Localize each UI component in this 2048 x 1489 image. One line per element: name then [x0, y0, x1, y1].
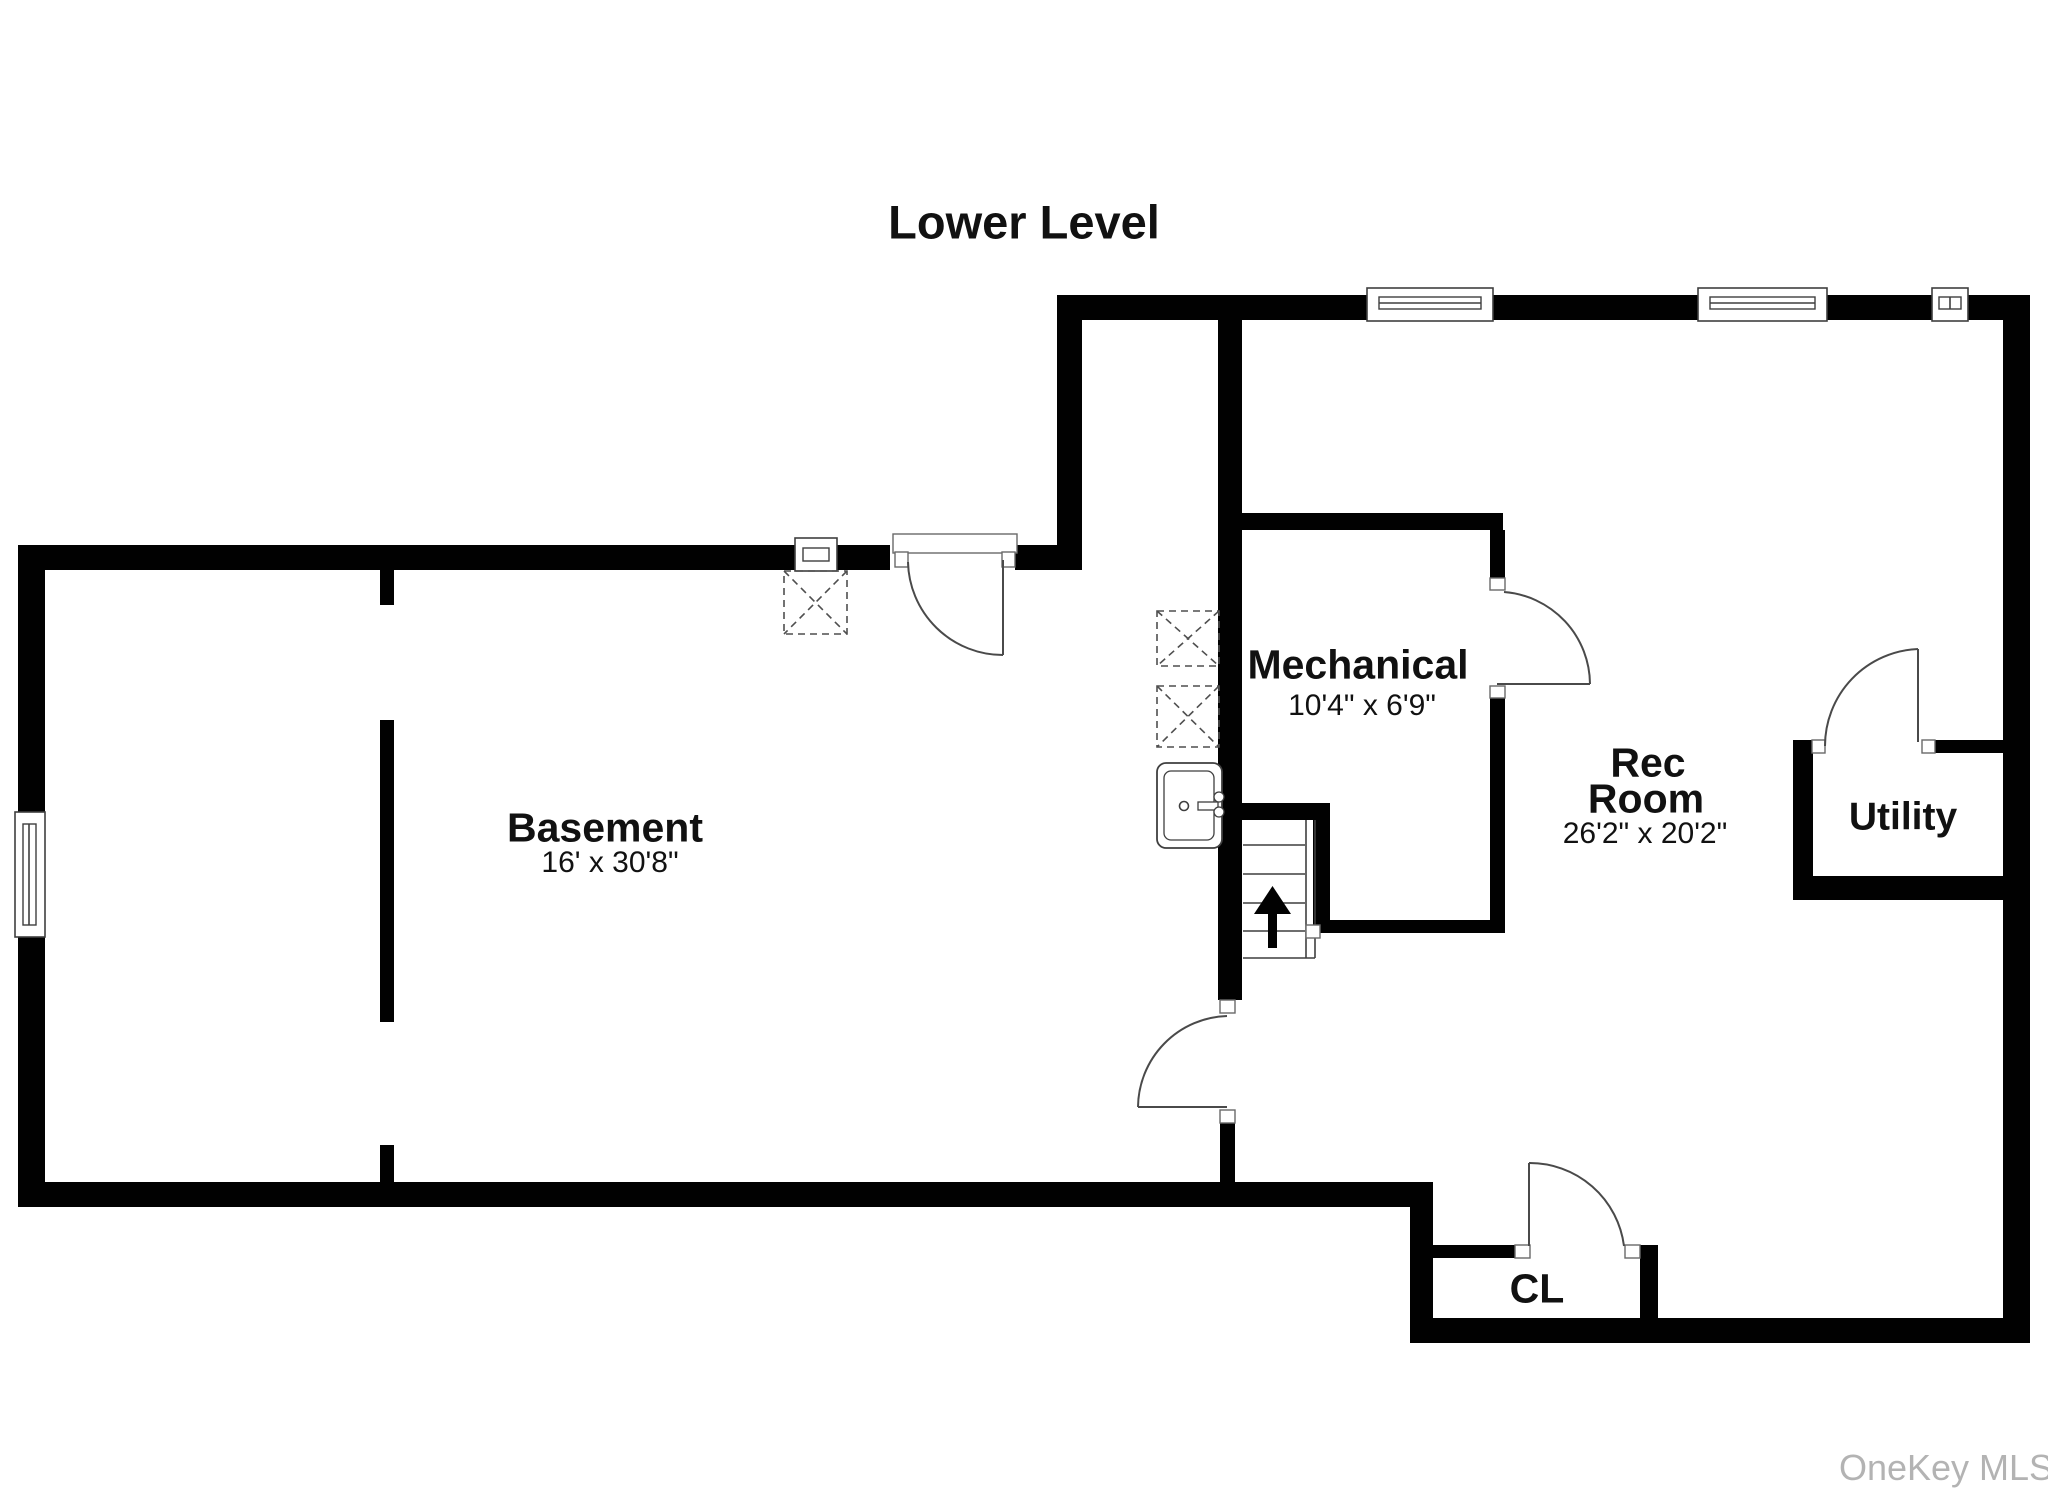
room-label-mechanical: Mechanical — [1247, 641, 1469, 688]
interior-walls — [380, 320, 2003, 1322]
wall-step-down — [1410, 1207, 1433, 1343]
wall-utility-bottom — [1793, 876, 2003, 900]
room-label-utility: Utility — [1848, 795, 1958, 839]
door-swing-arc — [907, 561, 1004, 656]
room-label-rec-line2: Room — [1587, 775, 1705, 822]
door-jamb — [894, 551, 909, 568]
room-dims-basement: 16' x 30'8" — [541, 846, 679, 879]
wall-mechanical-stair-horizontal — [1237, 803, 1330, 820]
door-swing-arc — [1137, 1015, 1228, 1108]
wall-mechanical-right-lower — [1490, 698, 1505, 933]
wall-left-lower — [18, 937, 45, 1207]
wall-basement-pier-3 — [380, 1145, 394, 1183]
wall-left-upper — [18, 545, 45, 812]
watermark-onekey-mls: OneKey MLS — [1838, 1447, 2048, 1488]
door-closet — [1514, 1161, 1641, 1259]
wall-right — [2003, 295, 2030, 1343]
door-swing-arc — [1823, 648, 1919, 747]
door-swing-arc — [1503, 591, 1591, 685]
window-symbol-left-wall — [14, 811, 46, 938]
wall-basement-top-c — [1015, 545, 1082, 570]
door-swing-arc — [1528, 1161, 1625, 1247]
wall-mechanical-left — [1218, 320, 1242, 1000]
wall-closet-right — [1640, 1245, 1658, 1322]
door-jamb — [1624, 1244, 1641, 1259]
wall-utility-top-right — [1935, 740, 2003, 753]
stair-jamb — [1305, 924, 1321, 939]
room-dims-rec: 26'2" x 20'2" — [1562, 817, 1728, 850]
door-header — [892, 533, 1018, 554]
sink-icon — [1156, 762, 1225, 849]
wall-bottom-right — [1410, 1318, 2030, 1343]
exterior-walls — [18, 295, 2030, 1343]
wall-closet-top — [1433, 1245, 1515, 1258]
flue-x-box-icon — [1156, 685, 1220, 748]
wall-basement-pier-1 — [380, 570, 394, 605]
wall-mechanical-stair-vertical — [1313, 818, 1330, 933]
door-mechanical-to-rec-room — [1489, 577, 1591, 699]
wall-mechanical-top — [1242, 513, 1503, 530]
window-symbol-basement-top — [794, 537, 838, 572]
flue-x-box-icon — [1156, 610, 1220, 667]
door-jamb — [1811, 739, 1826, 754]
arrow-up-icon — [1254, 886, 1291, 948]
flue-x-box-icon — [783, 570, 848, 635]
door-jamb — [1514, 1244, 1531, 1259]
wall-upper-left-vertical — [1057, 295, 1082, 570]
wall-mechanical-right-upper — [1490, 530, 1505, 578]
door-utility — [1811, 648, 1936, 754]
door-jamb — [1489, 685, 1506, 699]
wall-basement-pier-2 — [380, 720, 394, 1022]
window-symbol-top-2 — [1697, 287, 1828, 322]
room-dims-mechanical: 10'4" x 6'9" — [1288, 689, 1436, 722]
wall-basement-top-a — [18, 545, 795, 570]
wall-basement-bottom — [18, 1182, 1433, 1207]
window-symbol-top-small — [1931, 287, 1969, 322]
door-jamb — [1921, 739, 1936, 754]
staircase — [1243, 820, 1321, 959]
wall-basement-top-b — [837, 545, 890, 570]
door-stairs-to-basement — [1137, 999, 1236, 1124]
door-jamb — [1489, 577, 1506, 591]
wall-below-stair-door — [1220, 1122, 1235, 1182]
room-label-basement: Basement — [507, 804, 703, 851]
wall-mechanical-bottom — [1330, 920, 1505, 933]
wall-top — [1057, 295, 2030, 320]
floor-title: Lower Level — [888, 195, 1160, 249]
door-basement-exterior — [892, 533, 1018, 656]
door-jamb — [1219, 999, 1236, 1014]
door-jamb — [1219, 1109, 1236, 1124]
room-label-closet: CL — [1509, 1265, 1565, 1312]
room-label-rec-line1: Rec — [1610, 739, 1686, 786]
wall-utility-left — [1793, 740, 1813, 900]
window-symbol-top-1 — [1366, 287, 1494, 322]
door-jamb — [1001, 551, 1016, 568]
